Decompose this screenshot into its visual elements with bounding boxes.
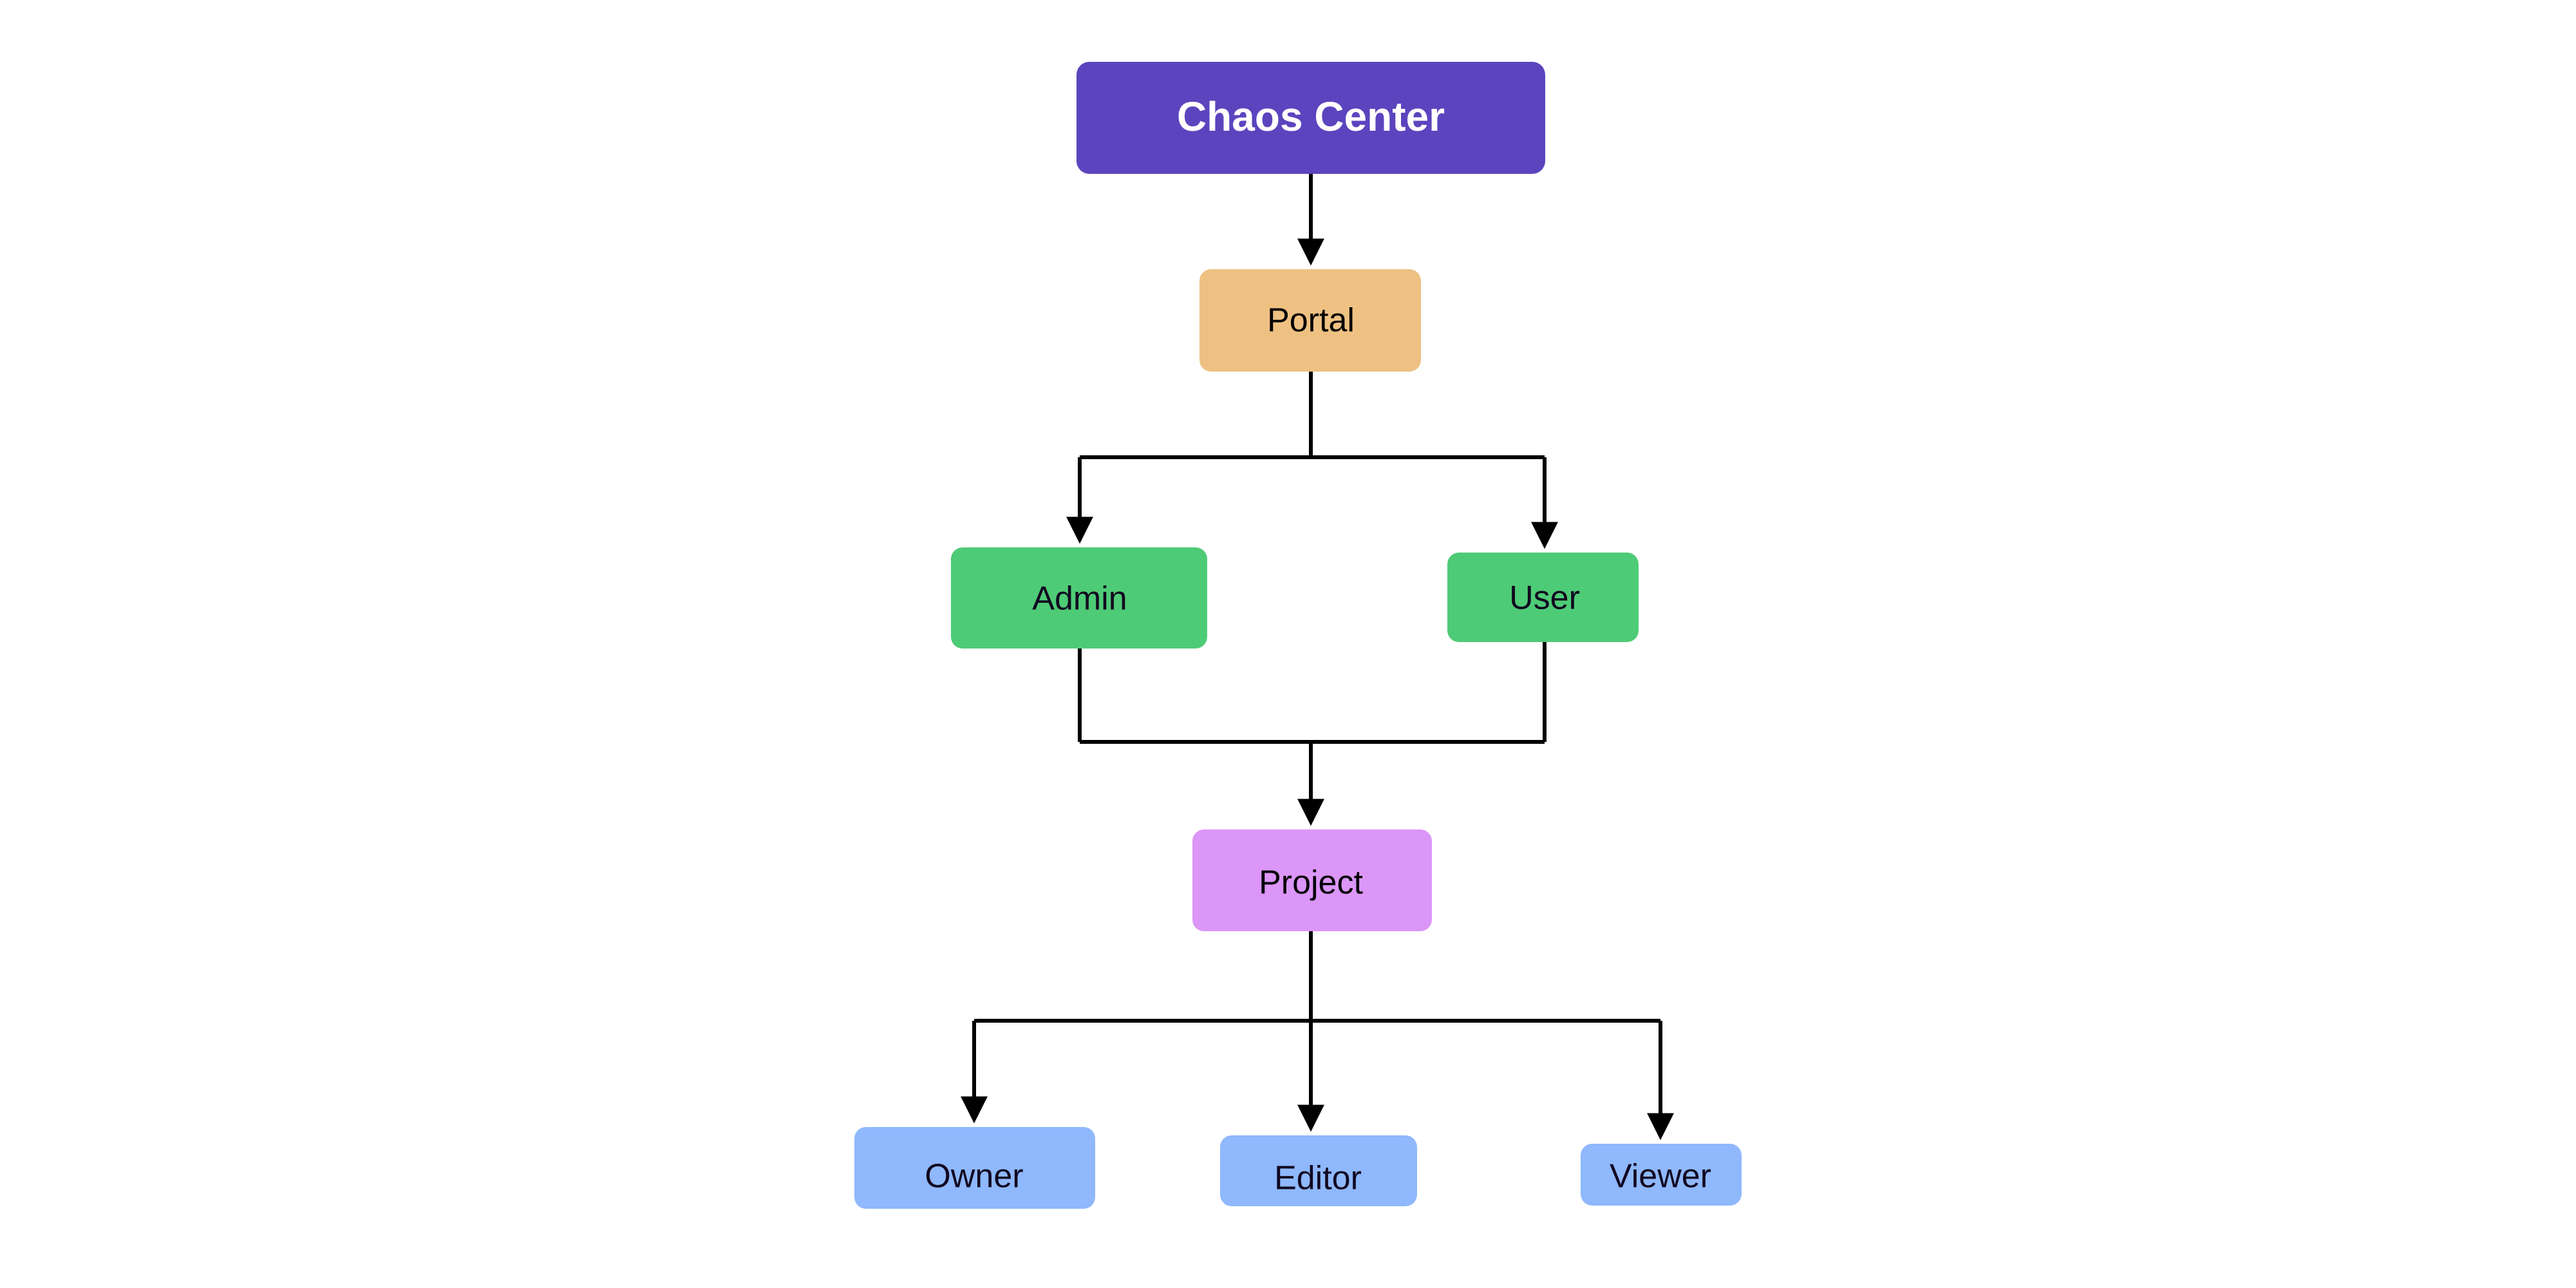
- node-viewer-label: Viewer: [1610, 1158, 1711, 1195]
- node-owner-box[interactable]: [854, 1127, 1095, 1209]
- node-project[interactable]: Project: [1192, 829, 1432, 931]
- node-project-box[interactable]: [1192, 829, 1432, 931]
- node-editor[interactable]: Editor: [1220, 1135, 1417, 1206]
- node-user-box[interactable]: [1447, 553, 1639, 642]
- node-editor-label: Editor: [1274, 1160, 1362, 1197]
- node-user-label: User: [1509, 580, 1580, 617]
- node-portal[interactable]: Portal: [1199, 269, 1421, 372]
- node-chaos-center[interactable]: Chaos Center: [1076, 62, 1545, 174]
- node-editor-box[interactable]: [1220, 1135, 1417, 1206]
- edge-admin-user-to-project: [1078, 642, 1547, 826]
- node-admin[interactable]: Admin: [951, 547, 1207, 649]
- node-chaos-center-label: Chaos Center: [1177, 93, 1445, 140]
- node-project-label: Project: [1259, 864, 1363, 902]
- node-chaos-center-box[interactable]: [1076, 62, 1545, 174]
- node-portal-box[interactable]: [1199, 269, 1421, 372]
- node-viewer-box[interactable]: [1581, 1144, 1742, 1206]
- node-user[interactable]: User: [1447, 553, 1639, 642]
- node-portal-label: Portal: [1267, 302, 1355, 339]
- node-viewer[interactable]: Viewer: [1581, 1144, 1742, 1206]
- edge-project-to-roles: [961, 931, 1674, 1141]
- node-admin-label: Admin: [1032, 580, 1127, 618]
- node-owner[interactable]: Owner: [854, 1127, 1095, 1209]
- edge-portal-to-admin-user: [1066, 372, 1558, 549]
- node-admin-box[interactable]: [951, 547, 1207, 649]
- node-owner-label: Owner: [925, 1158, 1023, 1195]
